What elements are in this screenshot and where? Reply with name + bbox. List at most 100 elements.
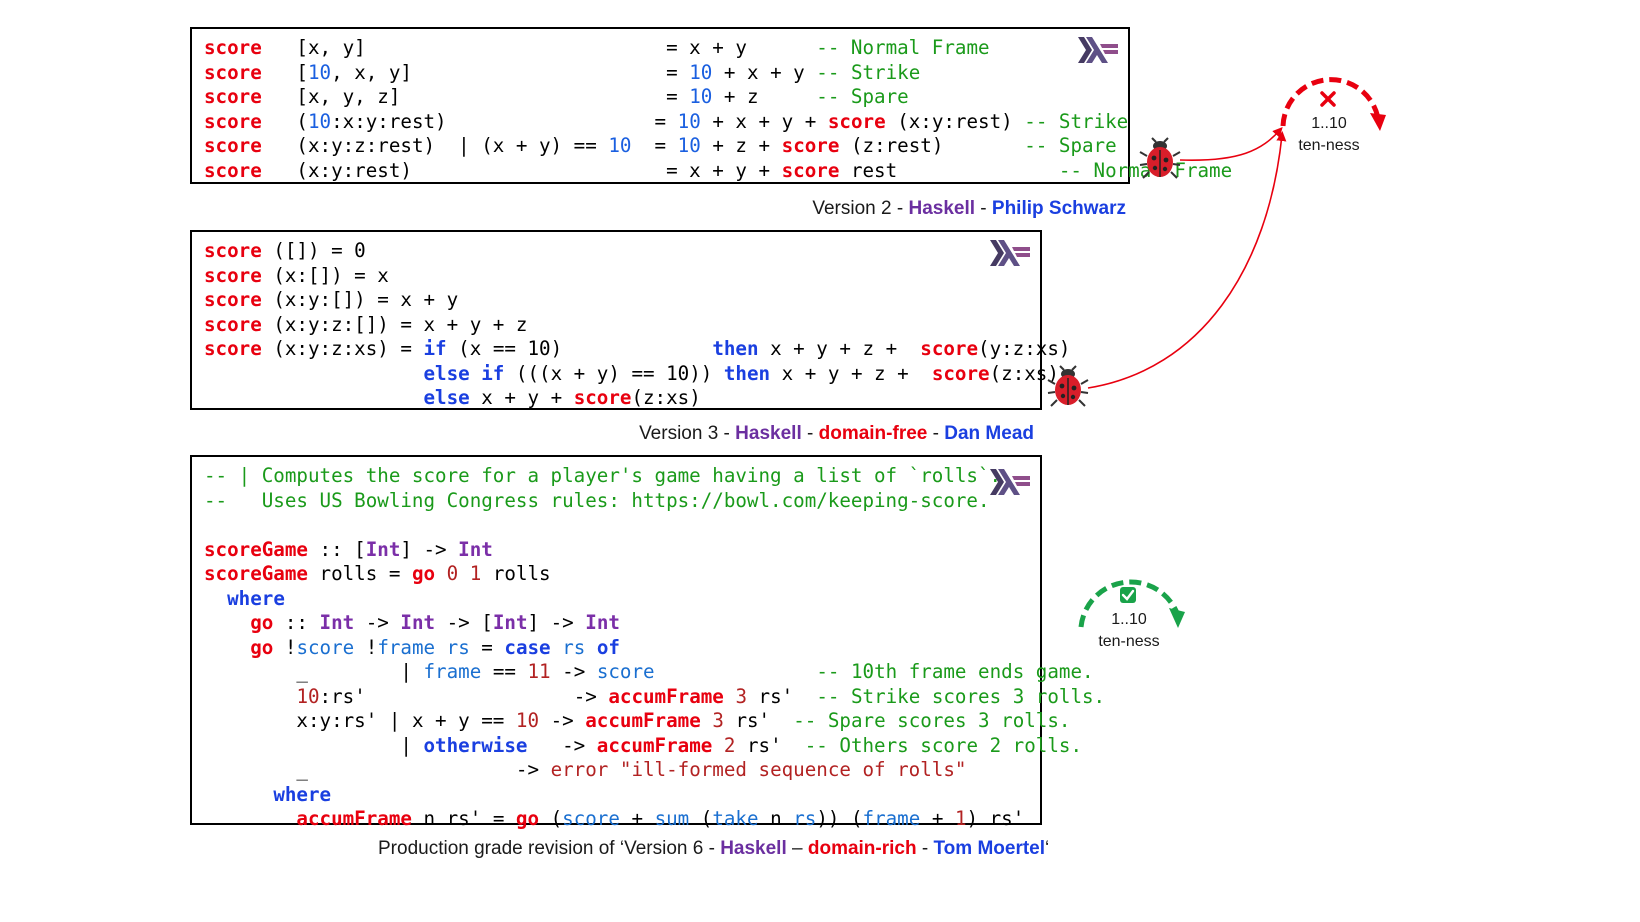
code-token: :: (273, 611, 320, 634)
code-token: score (204, 60, 262, 84)
code-token: score (781, 134, 840, 157)
code-line: scoreGame :: [Int] -> Int (204, 538, 493, 561)
code-token: Int (400, 611, 436, 634)
code-token: -- Spare scores 3 rolls. (793, 709, 1071, 732)
code-line: score ([]) = 0 (204, 239, 366, 262)
code-line: score (x:y:z:xs) = if (x == 10) then x +… (204, 337, 1070, 360)
code-token: frame (377, 635, 436, 659)
code-token: rs (446, 635, 470, 659)
code-line: where (204, 783, 331, 806)
code-token: n (758, 807, 794, 830)
bug-icon (1139, 137, 1181, 179)
code-line: score (x:y:[]) = x + y (204, 288, 458, 311)
code-token: accumFrame (585, 709, 701, 732)
code-token: score (931, 361, 990, 385)
range-text: 1..10 (1111, 611, 1147, 628)
code-line: accumFrame n rs' = go (score + sum (take… (204, 807, 1024, 830)
code-token: score (573, 386, 632, 409)
code-token: [ (261, 60, 308, 84)
code-token: (x:y:z:[]) = x + y + z (261, 312, 528, 336)
caption-author: Dan Mead (944, 423, 1034, 444)
code-token: x:y:rs' | x + y == (215, 709, 516, 732)
code-token: ! (354, 635, 378, 659)
code-line: score (x:y:z:[]) = x + y + z (204, 313, 527, 336)
code-token: -> (354, 611, 401, 634)
code-token: -- Spare (816, 85, 909, 108)
haskell-logo-icon (990, 469, 1030, 495)
code-token: ( (261, 109, 308, 133)
haskell-logo-icon (1078, 37, 1118, 63)
arc-arrowhead (1169, 608, 1185, 628)
code-token: score (204, 263, 262, 287)
caption-language: Haskell (735, 423, 802, 444)
code-token: score (562, 807, 620, 830)
code-token: rs' (723, 709, 794, 732)
code-token: 2 (723, 733, 736, 757)
code-token: (z:xs) (631, 386, 701, 409)
code-token: score (296, 635, 355, 659)
version2-caption: Version 2 - Haskell - Philip Schwarz (812, 198, 1126, 220)
code-token: -- Strike scores 3 rolls. (816, 684, 1106, 708)
arc-arrowhead (1370, 113, 1386, 131)
code-token: -- Others score 2 rolls. (804, 733, 1082, 757)
code-line: score [10, x, y] = 10 + x + y -- Strike (204, 61, 920, 84)
code-token: :rs' -> (319, 684, 609, 708)
code-token: (x:y:z:rest) | (x + y) == (261, 134, 609, 157)
code-token: then (723, 361, 771, 385)
code-token: (x:[]) = x (261, 263, 389, 287)
code-line: score (x:y:z:rest) | (x + y) == 10 = 10 … (204, 134, 1117, 157)
code-token: score (204, 239, 262, 262)
caption-domain: domain-free (818, 423, 928, 444)
cross-icon (1320, 91, 1336, 107)
code-token: go (215, 611, 274, 634)
code-line: score (x:[]) = x (204, 264, 389, 287)
code-token: -- Uses US Bowling Congress rules: https… (204, 488, 990, 512)
code-token: (x == 10) (446, 337, 713, 360)
code-token: -> [ (435, 611, 493, 634)
code-token: 3 (712, 709, 724, 732)
caption-prefix: Version 2 - (812, 198, 909, 219)
code-token: ] -> (400, 537, 459, 561)
code-token: -- Normal Frame (816, 36, 990, 59)
code-line: score (10:x:y:rest) = 10 + x + y + score… (204, 110, 1128, 133)
code-token: where (215, 586, 285, 610)
code-token: case (504, 635, 551, 659)
version6-code-box: -- | Computes the score for a player's g… (190, 455, 1105, 830)
code-token: ( (839, 807, 863, 830)
code-token: (x:y:[]) = x + y (261, 288, 459, 311)
code-token: 11 (527, 660, 551, 683)
connector-arrow (1087, 131, 1287, 389)
caption-separator: - (801, 423, 819, 444)
code-line: go !score !frame rs = case rs of (204, 636, 620, 659)
code-token: if (423, 337, 447, 360)
code-line: scoreGame rolls = go 0 1 rolls (204, 562, 551, 585)
code-token: else (423, 386, 470, 409)
code-token: score (204, 312, 262, 336)
code-line: x:y:rs' | x + y == 10 -> accumFrame 3 rs… (204, 709, 1070, 732)
code-token: sum (654, 807, 690, 830)
code-line: | otherwise -> accumFrame 2 rs' -- Other… (204, 734, 1082, 757)
code-token: x + y + z + (770, 361, 932, 385)
code-line: score [x, y, z] = 10 + z -- Spare (204, 85, 909, 108)
code-token: rs' (978, 807, 1025, 830)
code-token: | (215, 733, 424, 757)
bug-icon (1047, 365, 1089, 407)
caption-domain: domain-rich (807, 838, 917, 859)
code-token: -> (539, 709, 586, 732)
code-token: accumFrame (608, 684, 724, 708)
code-token: 10 (307, 109, 332, 133)
code-token: )) (816, 807, 840, 830)
code-token: ( (689, 807, 713, 830)
code-token: 1 (469, 562, 482, 585)
code-token: score (204, 337, 262, 360)
code-token: 10 (515, 709, 540, 732)
code-token: ) (966, 807, 979, 830)
code-token: 10 (677, 134, 701, 157)
code-token: _ | (215, 660, 424, 683)
code-token: -- Strike (1024, 109, 1129, 133)
haskell-logo-icon (990, 240, 1030, 266)
code-line: go :: Int -> Int -> [Int] -> Int (204, 611, 620, 634)
code-token: score (827, 109, 886, 133)
code-token: score (204, 288, 262, 311)
code-token: scoreGame (204, 537, 308, 561)
